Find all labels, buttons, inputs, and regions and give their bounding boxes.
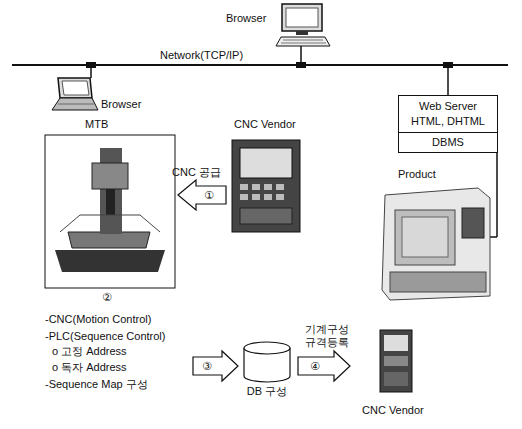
cnc-controller-small [384,356,408,366]
product-machine [390,272,486,292]
network-line [447,65,449,96]
cnc-controller [240,148,292,178]
product-machine [382,140,497,300]
browser-label: Browser [101,98,141,111]
cnc-controller-small [384,372,408,386]
desktop-computer [282,4,322,31]
cnc-controller [232,140,300,232]
supply-arrow [178,180,226,210]
supply-arrow [178,180,226,210]
product-machine [496,140,498,237]
desktop-computer [283,40,323,41]
laptop-computer [52,78,98,110]
cnc-controller [264,184,272,190]
cnc-controller [276,184,284,190]
mtb-machine [45,135,175,288]
product-machine [402,217,448,257]
cnc-controller [252,194,260,200]
callout-number: ② [102,291,112,304]
compartment-text: DBMS [399,132,497,152]
register-arrow [193,351,238,381]
product-machine [382,188,490,300]
cnc-controller-small [380,330,412,392]
callout-number: ③ [202,360,212,373]
cnc-controller [240,194,248,200]
server-box: Web ServerHTML, DHTML DBMS [398,95,498,153]
product-label: Product [398,168,436,181]
mtb-machine [45,135,175,288]
desktop-computer [281,43,326,44]
register-label: 기계구성 규격등록 [305,323,357,349]
product-machine [395,210,455,265]
server-text: Web Server [399,96,497,114]
desktop-computer [276,4,330,46]
cnc-controller [240,184,248,190]
list-item: -Sequence Map 구성 [45,378,148,391]
vendor-label: CNC Vendor [362,404,424,417]
list-item: o 독자 Address [52,361,127,374]
mtb-machine [100,148,122,234]
network-line [300,46,302,65]
product-machine [490,236,497,238]
mtb-machine [140,215,160,232]
database-cylinder: DB 구성 [236,340,298,398]
cnc-controller-small [384,335,408,351]
vendor-label: CNC Vendor [234,118,296,131]
network-label: Network(TCP/IP) [160,49,243,62]
laptop-computer [52,98,98,110]
server-text: HTML, DHTML [399,114,497,129]
mtb-machine [106,189,115,215]
machine-label: MTB [85,118,108,131]
list-item: -CNC(Motion Control) [45,313,151,326]
mtb-machine [92,163,128,189]
cnc-controller [276,194,284,200]
network-line [12,46,508,96]
cnc-controller-small [380,330,412,392]
mtb-machine [60,215,80,232]
mtb-machine [68,232,150,248]
cnc-controller [264,194,272,200]
callout-number: ① [204,189,214,202]
list-item: o 고정 Address [52,345,127,358]
database-label: DB 구성 [236,385,298,398]
desktop-computer [296,31,308,35]
supply-label: CNC 공급 [172,166,221,179]
desktop-computer [286,8,318,27]
browser-label: Browser [226,12,266,25]
laptop-computer [58,78,92,98]
mtb-machine [55,250,165,272]
cnc-controller [252,184,260,190]
database-outline [244,342,290,354]
register-arrow [298,351,350,381]
network-line [90,65,92,78]
cnc-controller [232,140,300,232]
cnc-controller [240,208,292,224]
mtb-machine [80,215,140,216]
desktop-computer [276,37,330,46]
laptop-computer [58,104,94,105]
product-machine [462,208,484,238]
list-item: -PLC(Sequence Control) [45,330,165,343]
database-outline [236,340,298,384]
laptop-computer [62,81,89,95]
callout-number: ④ [310,360,320,373]
